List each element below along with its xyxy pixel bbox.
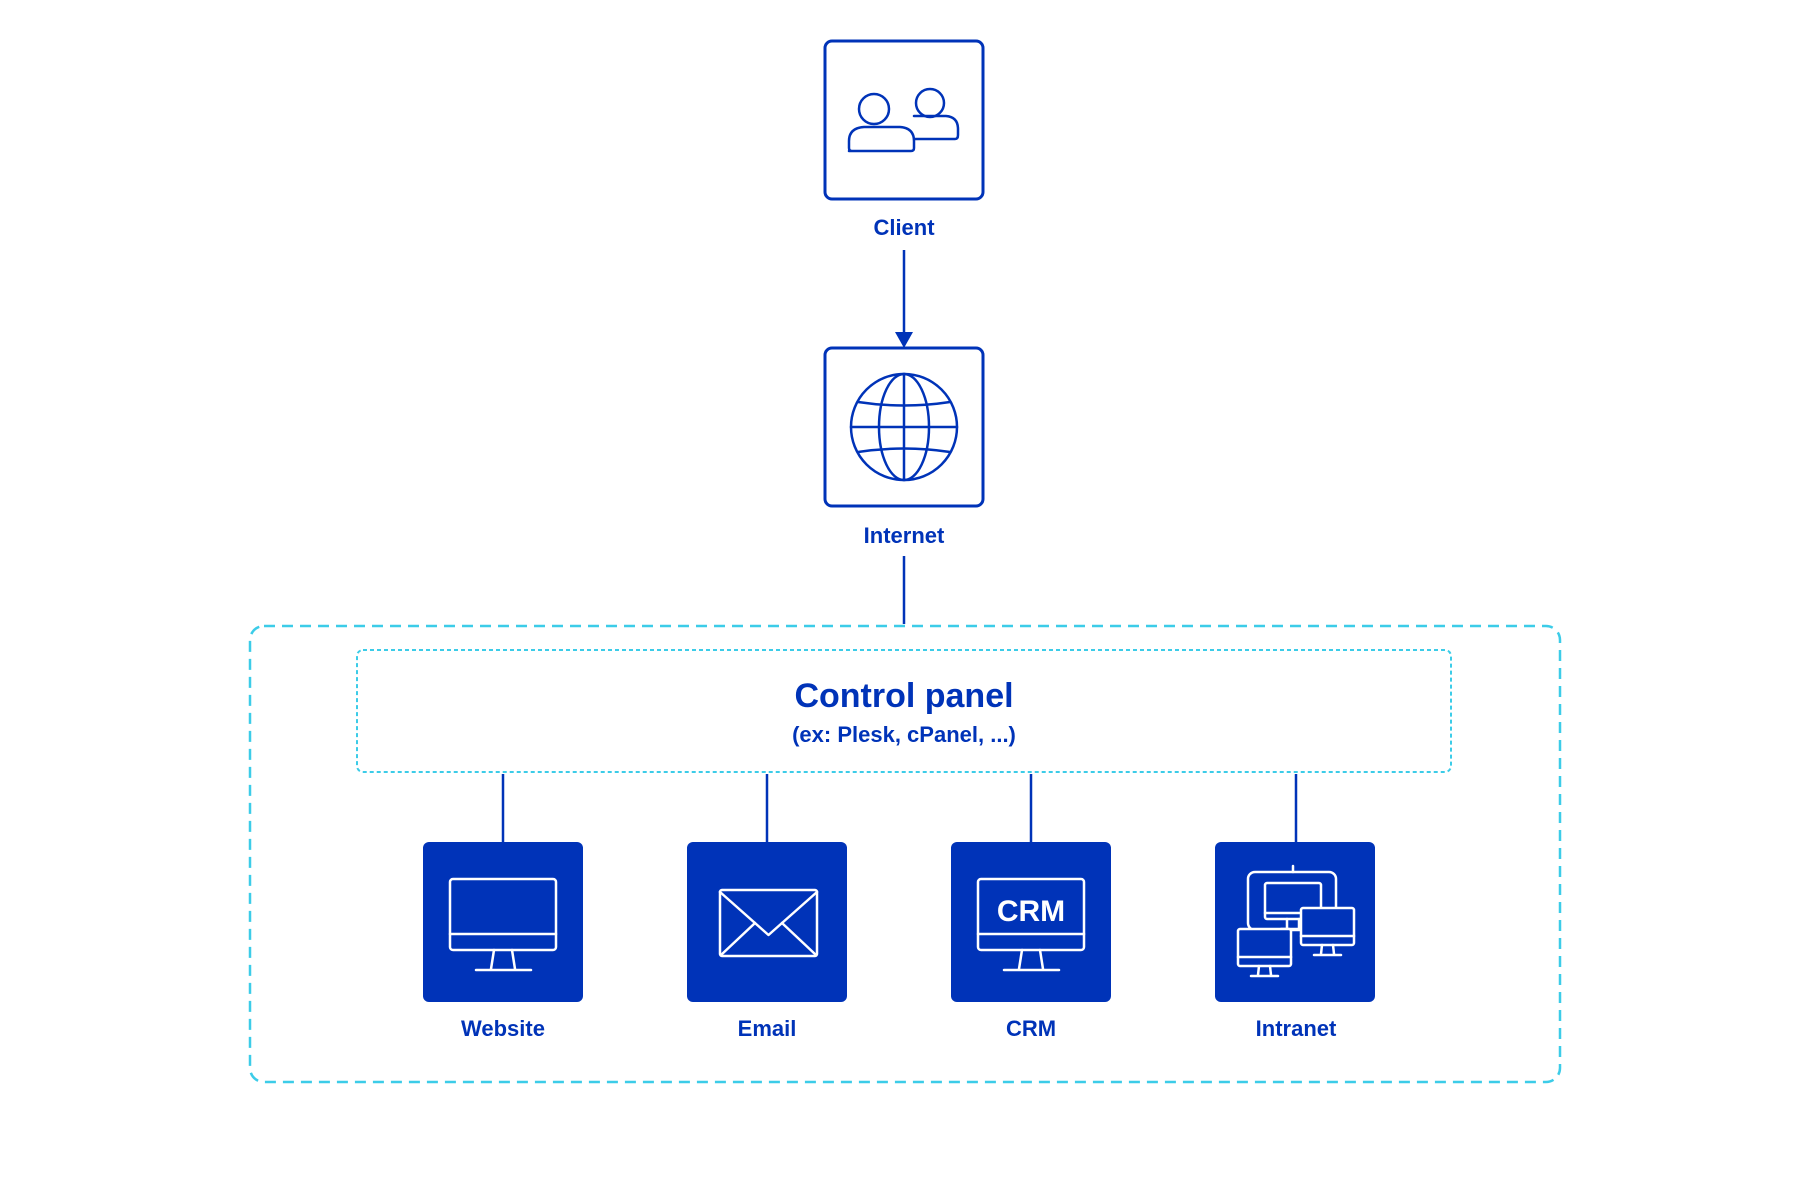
users-icon xyxy=(847,87,960,153)
control-panel-border xyxy=(356,649,1452,773)
intranet-label: Intranet xyxy=(1256,1016,1337,1041)
internet-node: Internet xyxy=(823,346,985,548)
website-box xyxy=(423,842,583,1002)
crm-box xyxy=(951,842,1111,1002)
email-label: Email xyxy=(738,1016,797,1041)
website-label: Website xyxy=(461,1016,545,1041)
email-node: Email xyxy=(687,842,847,1041)
crm-monitor-icon xyxy=(976,877,1086,972)
hosting-group-border xyxy=(248,624,1562,1084)
website-node: Website xyxy=(423,842,583,1041)
globe-icon xyxy=(849,372,959,482)
client-label: Client xyxy=(873,215,935,240)
monitor-icon xyxy=(448,877,558,972)
envelope-icon xyxy=(718,888,819,958)
control-panel-title: Control panel xyxy=(794,677,1013,715)
email-box xyxy=(687,842,847,1002)
crm-node: CRM CRM xyxy=(951,842,1111,1041)
crm-screen-text: CRM xyxy=(997,895,1065,928)
control-panel-subtitle: (ex: Plesk, cPanel, ...) xyxy=(792,722,1016,747)
crm-label: CRM xyxy=(1006,1016,1056,1041)
arrowhead-icon xyxy=(895,332,913,348)
intranet-node: Intranet xyxy=(1215,842,1375,1041)
internet-label: Internet xyxy=(864,523,945,548)
client-node: Client xyxy=(823,39,985,240)
network-computers-icon xyxy=(1236,864,1356,978)
client-box xyxy=(823,39,985,201)
